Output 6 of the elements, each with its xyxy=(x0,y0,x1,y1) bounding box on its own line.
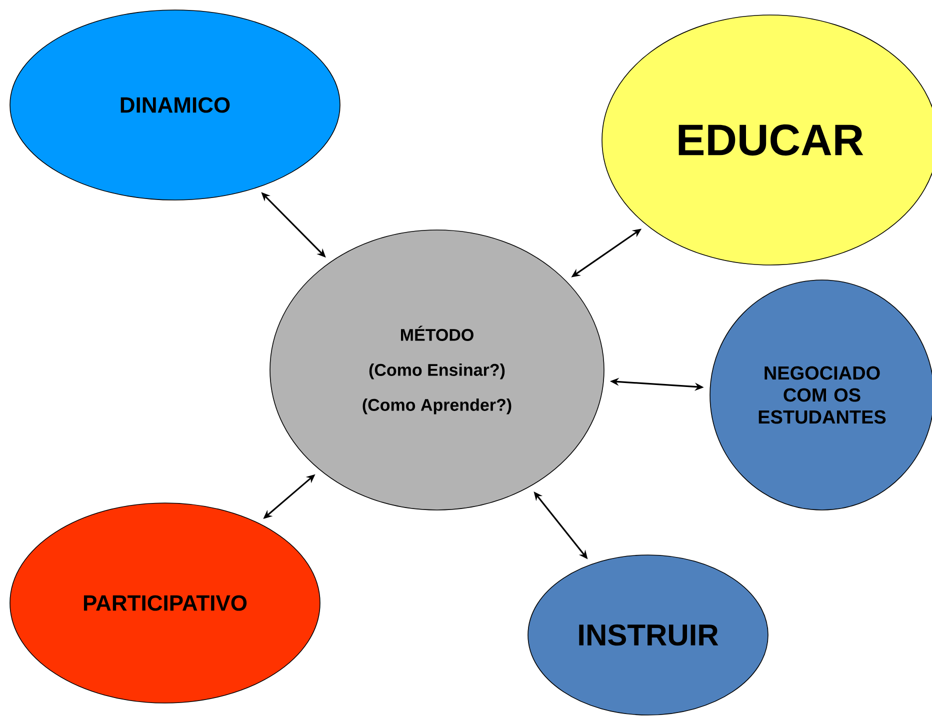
ellipse-node: PARTICIPATIVO xyxy=(10,502,320,704)
ellipse-node: MÉTODO (Como Ensinar?) (Como Aprender?) xyxy=(270,230,604,510)
ellipse-node: DINAMICO xyxy=(10,10,340,200)
ellipse-node: EDUCAR xyxy=(602,14,932,266)
ellipse-node: NEGOCIADO COM OS ESTUDANTES xyxy=(710,280,932,510)
ellipse-node: INSTRUIR xyxy=(528,554,768,716)
